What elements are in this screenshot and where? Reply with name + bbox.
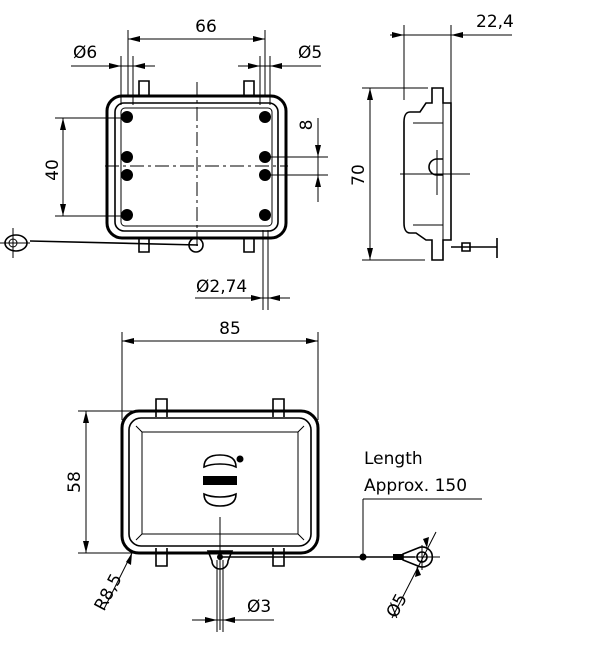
dim-label: 58 (65, 471, 85, 493)
side-notch (428, 158, 443, 176)
dim-85: 85 (121, 319, 319, 420)
dim-8: 8 (270, 118, 328, 202)
dim-66: 66 (127, 17, 266, 96)
dim-70: 70 (349, 87, 428, 261)
dim-label: Ø5 (298, 43, 322, 63)
cable (0, 228, 204, 258)
harting-logo (203, 454, 244, 507)
dim-wire: Ø2,74 (195, 230, 290, 310)
dim-label: Ø5 (383, 591, 412, 622)
tabs (138, 80, 255, 253)
bottom-view: 85 58 R8,5 Ø3 Ø5 L (65, 319, 482, 632)
dim-40: 40 (43, 117, 127, 217)
mounting-holes (121, 111, 271, 221)
tabs (155, 398, 285, 567)
note-line-2: Approx. 150 (364, 476, 467, 496)
dim-label: R8,5 (91, 571, 127, 615)
pin-boss (206, 550, 234, 570)
dim-eyelet: Ø5 (383, 531, 437, 622)
dim-hole-5: Ø5 (238, 43, 322, 105)
side-cable (451, 242, 497, 252)
side-view: 22,4 70 (349, 12, 514, 261)
cable-length-note: Length Approx. 150 (362, 449, 482, 557)
dim-label: Ø2,74 (196, 277, 247, 297)
dim-label: 40 (43, 159, 63, 181)
dim-label: Ø3 (247, 597, 271, 617)
dim-radius: R8,5 (91, 552, 133, 615)
dim-label: 8 (297, 120, 317, 131)
dim-label: 85 (219, 319, 241, 339)
top-view: 66 Ø6 Ø5 40 8 (0, 17, 328, 310)
note-line-1: Length (364, 449, 423, 469)
dim-hole-6: Ø6 (71, 43, 155, 105)
dim-pin: Ø3 (192, 560, 274, 632)
dim-label: 22,4 (476, 12, 514, 32)
dim-label: Ø6 (73, 43, 97, 63)
dim-22-4: 22,4 (390, 12, 514, 103)
dim-58: 58 (65, 410, 135, 554)
dim-label: 70 (349, 164, 369, 186)
dim-label: 66 (195, 17, 217, 37)
